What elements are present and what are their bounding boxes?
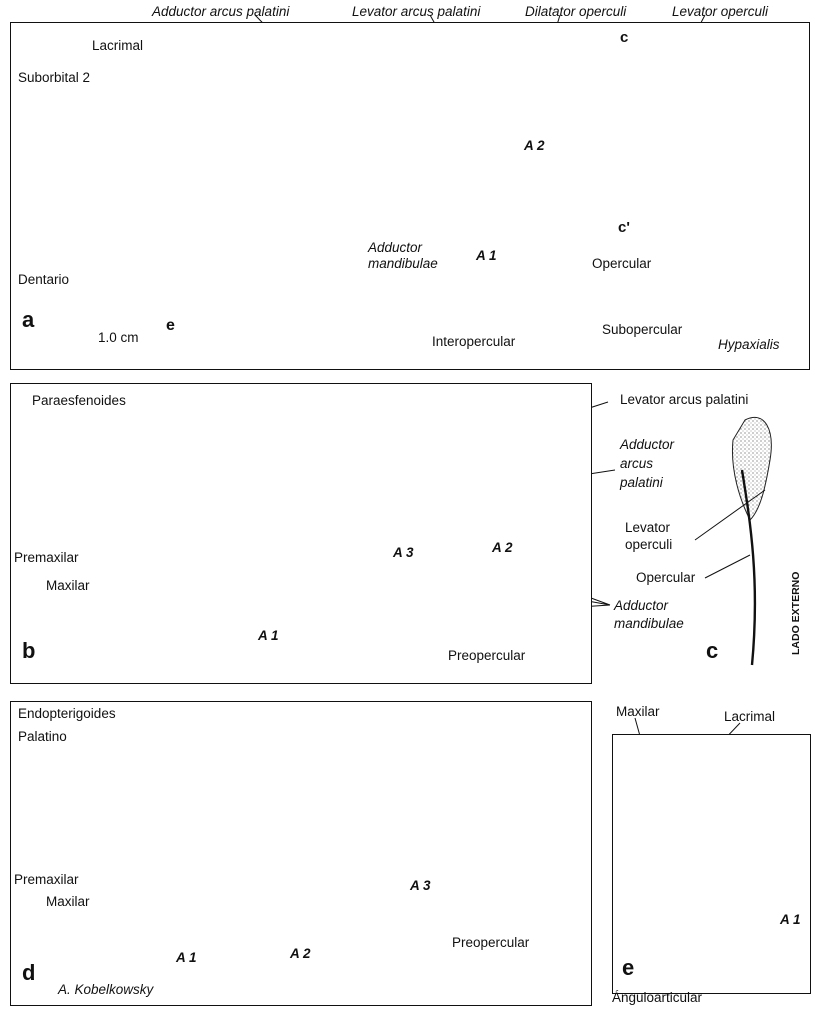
label-a3-d: A 3 <box>410 878 431 893</box>
levator-operculi-c <box>731 417 772 521</box>
label-mandibulae-b: mandibulae <box>614 616 684 631</box>
label-adductor: Adductor <box>368 240 423 255</box>
label-premaxilar-b: Premaxilar <box>14 550 79 565</box>
panel-letter-a: a <box>22 307 35 332</box>
leader-opercular-c <box>704 554 751 579</box>
label-palatini-b: palatini <box>620 475 663 490</box>
label-lado-externo: LADO EXTERNO <box>790 571 802 655</box>
label-suborbital-2: Suborbital 2 <box>18 70 91 85</box>
label-c-prime: c' <box>618 219 630 236</box>
label-subopercular: Subopercular <box>602 322 683 337</box>
label-adductor-arcus-palatini: Adductor arcus palatini <box>152 4 290 19</box>
label-arcus-b: arcus <box>620 456 654 471</box>
panel-letter-d: d <box>22 960 36 985</box>
label-opercular-c: Opercular <box>636 570 696 585</box>
label-levator-arcus-palatini: Levator arcus palatini <box>352 4 481 19</box>
label-opercular: Opercular <box>592 256 652 271</box>
label-hypaxialis: Hypaxialis <box>718 337 780 352</box>
label-levator-arcus-palatini-b: Levator arcus palatini <box>620 392 749 407</box>
label-a3-b: A 3 <box>393 545 414 560</box>
label-dentario: Dentario <box>18 272 70 287</box>
label-premaxilar-d: Premaxilar <box>14 872 79 887</box>
label-endopterigoides: Endopterigoides <box>18 706 116 721</box>
panel-letter-b: b <box>22 638 36 663</box>
leader-levator-c <box>694 489 766 541</box>
label-paraesfenoides: Paraesfenoides <box>32 393 126 408</box>
panel-letter-e: e <box>622 955 635 980</box>
label-lacrimal-e: Lacrimal <box>724 709 776 724</box>
label-maxilar-e: Maxilar <box>616 704 660 719</box>
label-levator-c: Levator <box>625 520 671 535</box>
label-a1-b: A 1 <box>258 628 279 643</box>
label-inset-e: e <box>166 317 175 334</box>
panel-letter-c: c <box>706 638 719 663</box>
label-a2-b: A 2 <box>492 540 513 555</box>
label-a1-d: A 1 <box>176 950 197 965</box>
label-anguloarticular-e: Ánguloarticular <box>612 990 703 1005</box>
label-dilatator-operculi: Dilatator operculi <box>525 4 627 19</box>
label-lacrimal: Lacrimal <box>92 38 144 53</box>
label-a2: A 2 <box>524 138 545 153</box>
label-levator-operculi: Levator operculi <box>672 4 769 19</box>
label-a1-e: A 1 <box>780 912 801 927</box>
panel-e <box>612 734 811 994</box>
label-a2-d: A 2 <box>290 946 311 961</box>
label-maxilar-b: Maxilar <box>46 578 90 593</box>
label-adductor-b: Adductor <box>620 437 675 452</box>
label-operculi-c: operculi <box>625 537 673 552</box>
label-c: c <box>620 29 629 46</box>
panel-b <box>10 383 592 684</box>
panel-c-drawing <box>694 417 772 666</box>
label-palatino: Palatino <box>18 729 67 744</box>
label-preopercular-b: Preopercular <box>448 648 526 663</box>
label-a1: A 1 <box>476 248 497 263</box>
label-maxilar-d: Maxilar <box>46 894 90 909</box>
label-interopercular: Interopercular <box>432 334 516 349</box>
label-scale: 1.0 cm <box>98 330 139 345</box>
label-author: A. Kobelkowsky <box>58 982 154 997</box>
label-preopercular-d: Preopercular <box>452 935 530 950</box>
label-adductor2-b: Adductor <box>614 598 669 613</box>
panel-a <box>10 22 810 370</box>
label-mandibulae: mandibulae <box>368 256 438 271</box>
panel-d <box>10 701 592 1006</box>
opercular-c <box>740 469 757 666</box>
